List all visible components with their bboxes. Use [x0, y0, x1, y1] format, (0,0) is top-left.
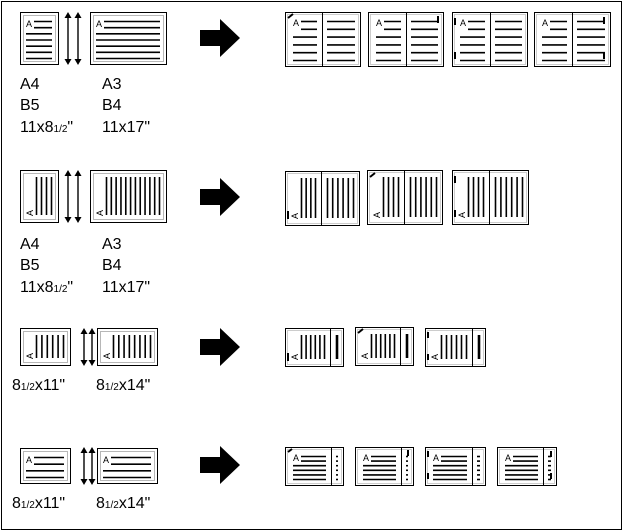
page-outline — [90, 170, 167, 223]
size-label-b5: B5 — [20, 97, 40, 114]
size-double-arrow — [64, 170, 72, 223]
size-label-ledger: 11x17" — [102, 119, 151, 136]
original-large-portrait: A — [90, 170, 167, 223]
size-label-a3: A3 — [102, 76, 122, 93]
page-letter: A — [360, 353, 370, 359]
staple-mark — [369, 172, 376, 178]
output-staple-bottom-left: A — [285, 328, 344, 367]
sheet-outline — [425, 328, 486, 367]
original-small-landscape: A — [20, 12, 59, 65]
output-staple-left-double: A — [452, 12, 528, 67]
output-arrow — [200, 446, 240, 484]
output-staple-top-right: A — [368, 12, 444, 67]
size-double-arrow — [74, 12, 82, 65]
size-label-b5: B5 — [20, 257, 40, 274]
original-letter-landscape: A — [20, 448, 71, 484]
page-letter: A — [433, 453, 439, 463]
page-letter: A — [376, 18, 382, 28]
page-letter: A — [103, 455, 109, 465]
sheet-outline — [285, 171, 360, 226]
staple-mark — [287, 448, 293, 453]
output-staple-bottom-left: A — [285, 171, 360, 226]
output-arrow — [200, 328, 240, 366]
staple-mark — [357, 328, 364, 334]
page-letter: A — [25, 353, 35, 359]
size-label-ledger: 11x17" — [102, 279, 151, 296]
page-letter: A — [26, 455, 32, 465]
size-label-letter: 11x81/2" — [20, 119, 74, 136]
page-letter: A — [102, 353, 112, 359]
page-letter: A — [95, 210, 105, 216]
page-outline — [97, 328, 158, 366]
page-letter: A — [460, 18, 466, 28]
size-label-letter-portrait: 81/2x11" — [12, 377, 66, 394]
size-label-letter: 11x81/2" — [20, 279, 74, 296]
size-double-arrow — [80, 447, 88, 485]
size-label-b4: B4 — [102, 97, 122, 114]
output-staple-top-right: A — [355, 447, 414, 486]
size-label-legal-landscape: 81/2x14" — [96, 495, 151, 512]
output-staple-right-double: A — [497, 447, 557, 486]
size-double-arrow — [74, 170, 82, 223]
original-small-portrait: A — [20, 170, 59, 223]
size-label-a4: A4 — [20, 76, 40, 93]
output-staple-left-double: A — [425, 447, 486, 486]
page-letter: A — [542, 18, 548, 28]
output-staple-top-left: A — [355, 327, 414, 366]
page-letter: A — [372, 212, 382, 218]
page-outline — [20, 328, 71, 366]
page-letter: A — [293, 453, 299, 463]
original-letter-portrait: A — [20, 328, 71, 366]
original-legal-landscape: A — [97, 448, 158, 484]
output-arrow — [200, 19, 240, 57]
page-letter: A — [457, 212, 467, 218]
page-letter: A — [430, 354, 440, 360]
size-double-arrow — [80, 328, 88, 366]
size-label-a3: A3 — [102, 236, 122, 253]
size-label-a4: A4 — [20, 236, 40, 253]
page-letter: A — [505, 453, 511, 463]
size-label-b4: B4 — [102, 257, 122, 274]
page-letter: A — [293, 18, 299, 28]
original-legal-portrait: A — [97, 328, 158, 366]
page-letter: A — [363, 453, 369, 463]
page-letter: A — [96, 19, 102, 29]
staple-mark — [287, 13, 294, 19]
output-staple-top-left: A — [367, 170, 443, 225]
size-double-arrow — [88, 447, 96, 485]
output-staple-left-double: A — [425, 328, 486, 367]
output-arrow — [200, 178, 240, 216]
size-label-legal-portrait: 81/2x14" — [96, 377, 151, 394]
size-label-letter-landscape: 81/2x11" — [12, 495, 66, 512]
page-letter: A — [26, 19, 32, 29]
page-letter: A — [290, 213, 300, 219]
output-staple-top-left: A — [285, 447, 344, 486]
sheet-outline — [452, 170, 529, 225]
output-staple-left-double: A — [452, 170, 529, 225]
original-large-landscape: A — [90, 12, 167, 65]
output-staple-top-left: A — [285, 12, 361, 67]
size-double-arrow — [88, 328, 96, 366]
size-double-arrow — [64, 12, 72, 65]
page-letter: A — [25, 210, 35, 216]
page-letter: A — [290, 354, 300, 360]
output-staple-right-double: A — [534, 12, 611, 67]
